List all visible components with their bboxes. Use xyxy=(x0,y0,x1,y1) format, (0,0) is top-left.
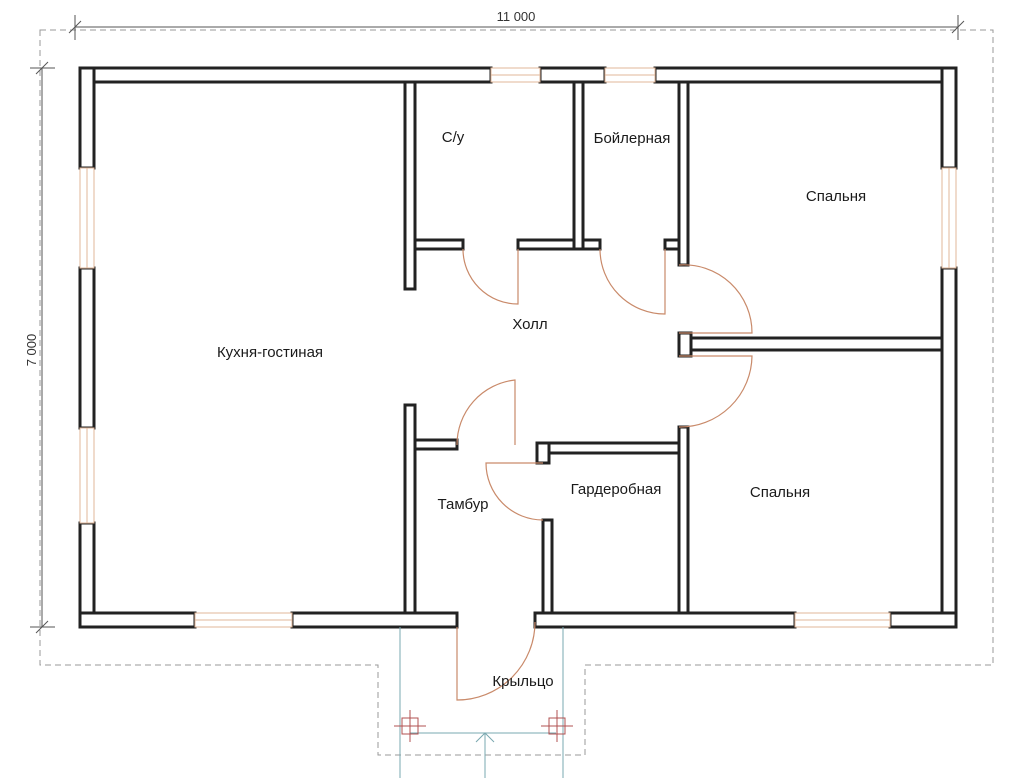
outline-dashed xyxy=(39,29,994,756)
height-dimension: 7 000 xyxy=(24,61,55,634)
interior-walls xyxy=(403,80,944,615)
room-label-vestibule: Тамбур xyxy=(438,496,489,513)
room-label-bedroom1: Спальня xyxy=(806,188,866,205)
width-dimension: 11 000 xyxy=(68,9,965,40)
room-label-wc: С/у xyxy=(442,129,465,146)
room-label-hall: Холл xyxy=(512,316,547,333)
post-left-marker xyxy=(394,710,426,742)
doors xyxy=(456,248,753,701)
door-bedroom1 xyxy=(678,264,753,334)
door-wc xyxy=(462,248,519,305)
room-labels: Кухня-гостиная С/у Бойлерная Спальня Хол… xyxy=(217,129,866,690)
room-label-kitchen: Кухня-гостиная xyxy=(217,344,323,361)
room-label-bedroom2: Спальня xyxy=(750,484,810,501)
door-entrance xyxy=(456,621,536,701)
windows xyxy=(79,67,957,628)
height-label: 7 000 xyxy=(24,334,39,367)
porch xyxy=(394,627,573,778)
width-label: 11 000 xyxy=(497,9,536,24)
room-label-porch: Крыльцо xyxy=(492,673,553,690)
room-label-boiler: Бойлерная xyxy=(594,130,671,147)
door-bedroom2 xyxy=(678,355,753,428)
room-label-wardrobe: Гардеробная xyxy=(571,481,662,498)
door-boiler xyxy=(599,248,666,315)
door-vestibule xyxy=(456,379,516,446)
door-wardrobe xyxy=(485,462,544,521)
post-right-marker xyxy=(541,710,573,742)
